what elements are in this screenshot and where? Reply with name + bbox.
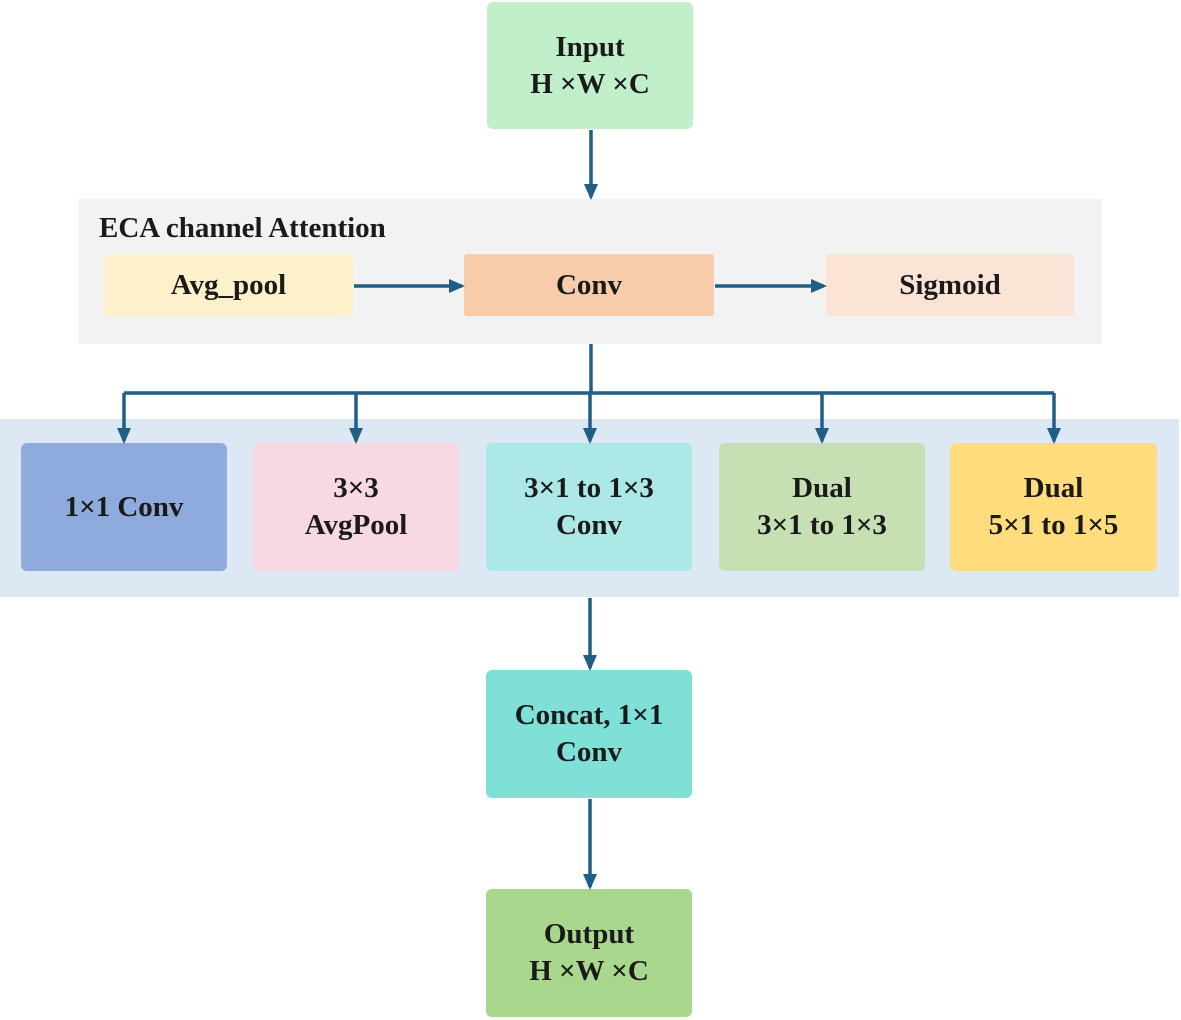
output-node-shape: H ×W ×C <box>529 955 649 987</box>
branch-dual-5x1-1x5: Dual 5×1 to 1×5 <box>950 443 1157 571</box>
eca-conv-node: Conv <box>464 254 714 316</box>
output-node: Output H ×W ×C <box>486 889 692 1017</box>
branch-dual-5x1-1x5-line2: 5×1 to 1×5 <box>988 509 1119 541</box>
branch-3x1-1x3-conv-line1: 3×1 to 1×3 <box>524 472 654 504</box>
branch-3x1-1x3-conv-line2: Conv <box>555 509 623 541</box>
branch-dual-5x1-1x5-line1: Dual <box>1023 472 1084 504</box>
input-node: Input H ×W ×C <box>487 2 693 129</box>
branch-dual-3x1-1x3-line1: Dual <box>792 472 852 504</box>
input-node-shape: H ×W ×C <box>530 67 650 100</box>
concat-conv-line2: Conv <box>555 736 623 768</box>
input-node-title: Input <box>555 30 625 63</box>
branch-3x3-avgpool-line2: AvgPool <box>304 509 408 541</box>
branch-dual-3x1-1x3: Dual 3×1 to 1×3 <box>719 443 925 571</box>
concat-conv-node: Concat, 1×1 Conv <box>486 670 692 798</box>
output-node-title: Output <box>543 918 635 950</box>
eca-panel-title: ECA channel Attention <box>99 212 386 244</box>
avg-pool-label: Avg_pool <box>170 268 287 301</box>
branch-3x3-avgpool: 3×3 AvgPool <box>253 443 459 571</box>
sigmoid-label: Sigmoid <box>899 268 1001 301</box>
branch-3x1-1x3-conv: 3×1 to 1×3 Conv <box>486 443 692 571</box>
branch-1x1-conv: 1×1 Conv <box>21 443 227 571</box>
eca-conv-label: Conv <box>555 268 623 301</box>
branch-dual-3x1-1x3-line2: 3×1 to 1×3 <box>757 509 887 541</box>
concat-conv-line1: Concat, 1×1 <box>514 699 664 731</box>
branch-1x1-conv-label: 1×1 Conv <box>64 490 184 523</box>
branch-3x3-avgpool-line1: 3×3 <box>333 472 379 504</box>
avg-pool-node: Avg_pool <box>104 254 353 316</box>
sigmoid-node: Sigmoid <box>826 254 1074 316</box>
